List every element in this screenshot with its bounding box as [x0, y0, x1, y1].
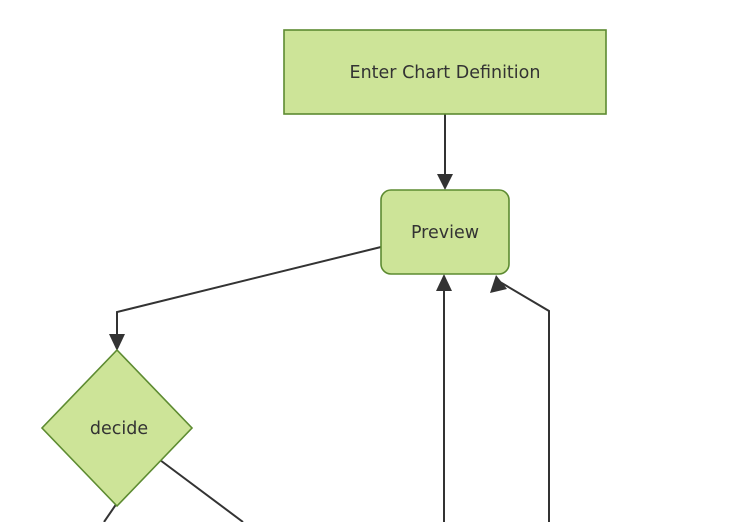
- node-enter-chart-definition-shape: [283, 29, 607, 115]
- edge-preview-to-decide-arrowhead: [109, 334, 125, 351]
- node-decide-label: decide: [90, 419, 148, 439]
- edge-decide-down-right-line: [159, 459, 244, 522]
- edge-bottom-right-to-preview[interactable]: [490, 275, 550, 522]
- node-preview-shape: [380, 189, 510, 275]
- edge-bottom-center-to-preview-arrowhead: [436, 274, 452, 291]
- node-layer: Enter Chart Definition Preview decide: [40, 29, 607, 508]
- node-decide-shape: [40, 348, 194, 508]
- edge-enter-to-preview[interactable]: [437, 114, 453, 190]
- edge-layer: [103, 114, 550, 522]
- node-preview-label: Preview: [411, 223, 479, 243]
- node-enter-chart-definition[interactable]: Enter Chart Definition: [283, 29, 607, 115]
- node-decide[interactable]: decide: [40, 348, 194, 508]
- edge-preview-to-decide[interactable]: [109, 246, 382, 351]
- edge-bottom-right-to-preview-arrowhead: [490, 275, 507, 293]
- node-preview[interactable]: Preview: [380, 189, 510, 275]
- node-enter-chart-definition-label: Enter Chart Definition: [350, 63, 541, 83]
- edge-enter-to-preview-arrowhead: [437, 174, 453, 190]
- edge-decide-down-left-line: [103, 502, 118, 522]
- edge-bottom-center-to-preview[interactable]: [436, 274, 452, 522]
- edge-bottom-right-to-preview-line: [499, 281, 550, 522]
- edge-preview-to-decide-line: [116, 246, 382, 342]
- edge-decide-down-left[interactable]: [103, 502, 118, 522]
- edge-decide-down-right[interactable]: [159, 459, 244, 522]
